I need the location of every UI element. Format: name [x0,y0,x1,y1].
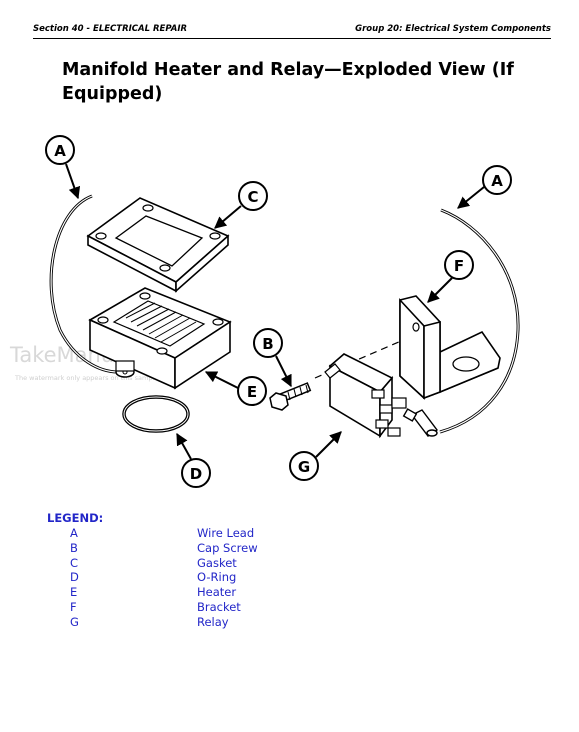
legend-row: E Heater [0,585,400,600]
legend-row: A Wire Lead [0,526,400,541]
group-header: Group 20: Electrical System Components [355,24,551,34]
svg-text:G: G [298,458,310,476]
legend-label: Cap Screw [197,540,258,555]
svg-text:E: E [247,383,257,401]
legend-row: G Relay [0,615,400,630]
legend-label: Bracket [197,599,241,614]
exploded-view-diagram: A C A F B E D G [45,135,520,488]
heater-e [88,287,232,390]
legend-key: G [70,614,79,629]
legend-key: D [70,570,79,585]
legend-key: A [70,526,78,540]
o-ring-d [122,395,190,433]
legend-heading: LEGEND: [47,511,104,525]
legend-key: E [70,585,78,600]
svg-text:D: D [190,465,202,483]
watermark-subtext: The watermark only appears on this sampl… [15,374,159,382]
gasket-c [86,197,230,293]
legend-list: A Wire Lead B Cap Screw C Gasket D O-Rin… [0,526,400,630]
callout-a-left: A [45,135,81,200]
legend-key: C [70,555,79,570]
callout-a-right: A [457,165,512,209]
callout-f: F [427,250,474,303]
bracket-f [399,295,501,400]
svg-text:A: A [54,142,66,160]
section-header: Section 40 - ELECTRICAL REPAIR [33,24,188,34]
callout-b: B [253,328,292,388]
legend-row: F Bracket [0,600,400,615]
legend-label: Wire Lead [197,526,255,540]
callout-g: G [289,431,342,481]
legend-key: F [70,599,77,614]
legend-label: Relay [197,614,229,629]
header-rule [33,38,551,39]
callout-e: E [204,371,267,406]
page-title: Manifold Heater and Relay—Exploded View … [62,60,514,104]
legend-label: Gasket [197,555,237,570]
callout-c: C [214,181,268,229]
legend-key: B [70,540,78,555]
cap-screw-b [269,382,312,411]
wire-lead-right [402,208,520,437]
svg-text:F: F [454,257,464,275]
relay-g [324,353,407,439]
legend-row: B Cap Screw [0,541,400,556]
legend-row: C Gasket [0,556,400,571]
legend-label: O-Ring [197,570,237,585]
svg-text:B: B [262,335,273,353]
callout-d: D [176,432,211,488]
svg-text:A: A [491,172,503,190]
legend-label: Heater [197,585,237,600]
legend-row: D O-Ring [0,570,400,585]
svg-text:C: C [247,188,258,206]
